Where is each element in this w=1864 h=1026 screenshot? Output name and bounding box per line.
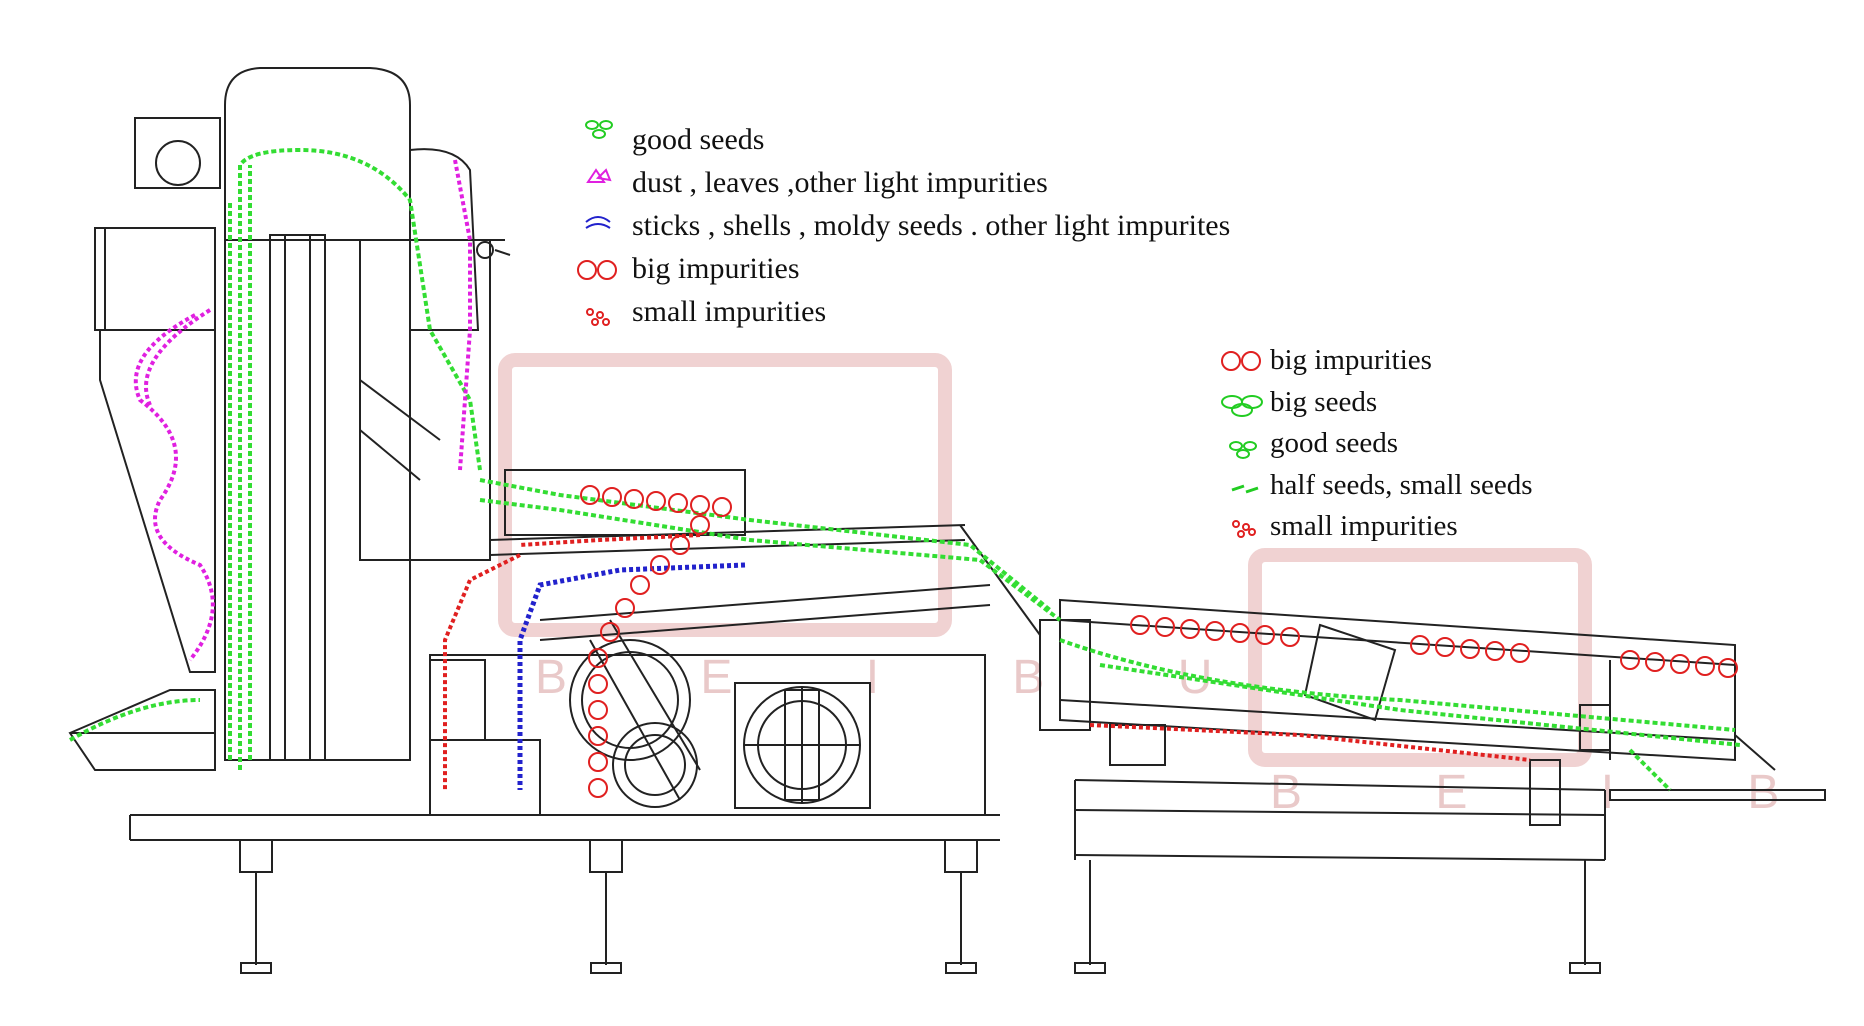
- legend-top-icons: [577, 120, 617, 326]
- legend-top-item: small impurities: [632, 295, 827, 328]
- legend-top-item: dust , leaves ,other light impurities: [632, 166, 1048, 199]
- machine-outline: [68, 67, 1826, 974]
- legend-right-item: small impurities: [1270, 510, 1458, 542]
- legend-top: good seeds dust , leaves ,other light im…: [632, 118, 1230, 333]
- watermark-text: B E I B U: [535, 651, 1273, 704]
- legend-right-item: half seeds, small seeds: [1270, 468, 1533, 501]
- big-impurity-flow: [580, 485, 1738, 798]
- legend-right-item: good seeds: [1270, 427, 1399, 459]
- light-impurity-flow: [517, 562, 746, 790]
- magenta-leaf-icon: [586, 168, 612, 183]
- red-dots-icon: [1232, 520, 1256, 538]
- legend-top-item: sticks , shells , moldy seeds . other li…: [632, 209, 1231, 242]
- red-dots-icon: [586, 308, 610, 326]
- small-impurity-flow: [443, 533, 1531, 790]
- legend-right-item: big impurities: [1270, 344, 1432, 376]
- red-ring-icon: [1221, 351, 1261, 371]
- legend-top-item: big impurities: [632, 252, 800, 285]
- legend-right-icons: [1221, 351, 1263, 538]
- legend-right: big impurities big seeds good seeds half…: [1270, 340, 1533, 548]
- legend-right-item: big seeds: [1270, 385, 1378, 418]
- blue-stick-icon: [585, 216, 611, 229]
- green-seed-cluster-icon: [1229, 441, 1257, 459]
- green-dash-icon: [1231, 484, 1259, 494]
- green-oval-icon: [1221, 395, 1263, 417]
- red-ring-icon: [577, 260, 617, 280]
- green-seed-cluster-icon: [585, 120, 613, 139]
- support-legs: [239, 839, 978, 974]
- good-seed-flow: [69, 147, 1741, 792]
- legend-top-item: good seeds: [632, 123, 765, 156]
- watermark-text-2: B E I B: [1270, 766, 1840, 819]
- dust-flow: [133, 159, 472, 662]
